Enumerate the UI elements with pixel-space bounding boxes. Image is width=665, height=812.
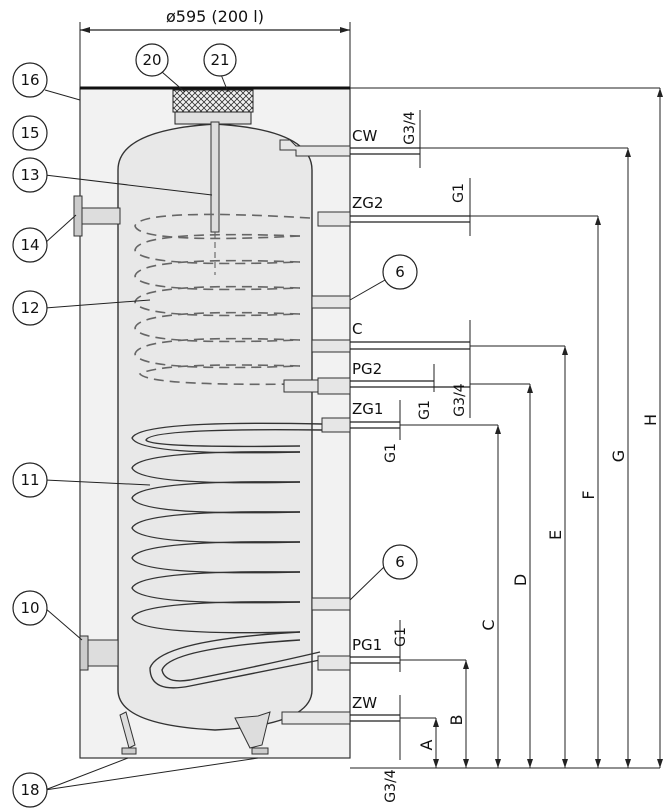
connection-labels: CW G3/4 ZG2 G1 C PG2 G3/4 ZG1 G1 G1 PG1 … [352,111,468,802]
callout-20: 20 [142,51,161,69]
label-pg1: PG1 [352,636,382,654]
anode-rod [210,121,220,275]
label-c: C [352,320,362,338]
callout-12: 12 [20,299,39,317]
callout-6-upper: 6 [395,263,405,281]
dim-label-h: H [641,414,660,426]
label-pg2-thread: G3/4 [452,383,468,416]
label-cw-thread: G3/4 [402,111,418,144]
callout-6-lower: 6 [395,553,405,571]
diameter-label: ø595 (200 l) [166,7,264,26]
external-pipes [350,147,470,722]
callout-13: 13 [20,166,39,184]
callout-15: 15 [20,124,39,142]
dimension-labels: A B C D E F G H [417,414,660,750]
dimension-arrows [433,88,663,768]
label-pg1-thread: G1 [393,627,409,647]
callout-21: 21 [210,51,229,69]
dim-label-c: C [479,619,498,630]
diameter-dimension: ø595 (200 l) [79,7,351,90]
dim-label-b: B [447,715,466,726]
label-cw: CW [352,127,377,145]
dim-label-e: E [546,530,565,540]
dimension-lines [350,87,661,769]
label-pg2: PG2 [352,360,382,378]
dim-label-g: G [609,450,628,462]
upper-coil [134,213,311,386]
callout-16: 16 [20,71,39,89]
callout-circles: 16 20 21 15 13 14 12 6 11 6 10 18 [12,43,418,808]
dim-label-f: F [579,490,598,499]
callout-18: 18 [20,781,39,799]
dim-label-d: D [511,574,530,586]
lower-coil [131,422,323,689]
label-zg1-thread-b: G1 [383,443,399,463]
callout-14: 14 [20,236,39,254]
label-zw-thread: G3/4 [383,769,399,802]
connection-pipes [279,139,351,725]
tank-legs [119,711,271,755]
label-zg1-thread-a: G1 [417,400,433,420]
dim-label-a: A [417,739,436,750]
top-cover [172,89,254,125]
flange [73,195,121,237]
label-zg2: ZG2 [352,194,383,212]
inspection-opening [79,635,119,671]
label-zg2-thread: G1 [451,183,467,203]
callout-11: 11 [20,471,39,489]
callout-leaders [44,71,386,791]
inner-tank [117,123,313,731]
callout-10: 10 [20,599,39,617]
label-zg1: ZG1 [352,400,383,418]
label-zw: ZW [352,694,377,712]
thread-ticks [399,110,471,760]
